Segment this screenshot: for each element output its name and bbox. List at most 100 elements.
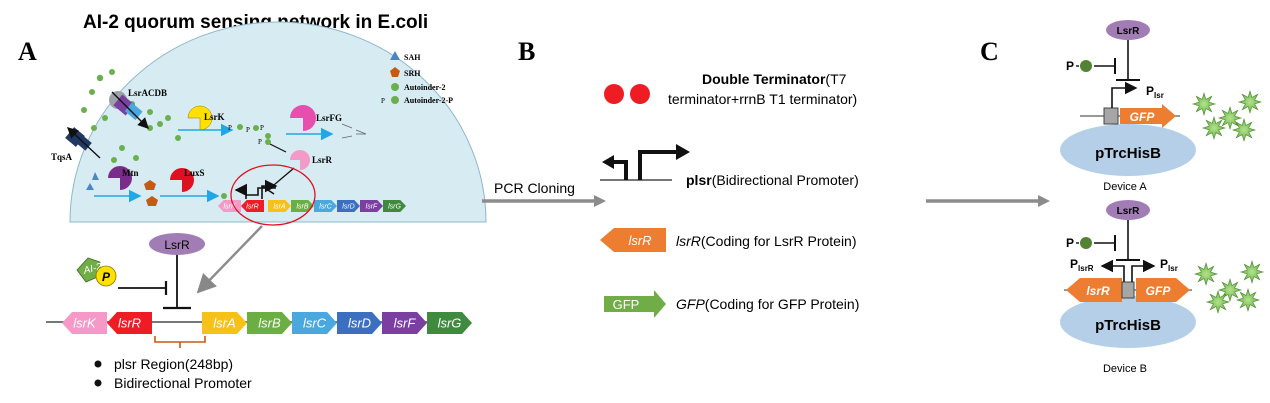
legend-p-prefix: P: [381, 97, 385, 105]
label-mtn: Mtn: [122, 168, 139, 178]
p-label-1: P: [228, 124, 232, 132]
gene-arrow-lsrA: [202, 312, 247, 334]
pcr-arrow-head: [594, 195, 606, 207]
mtn-protein: [108, 166, 132, 190]
promoter-highlight-circle: [230, 164, 316, 226]
bullet-1: [94, 360, 102, 368]
gene-arrow-lsrD: [337, 312, 382, 334]
link-p-lsrr: [269, 143, 287, 153]
gfp-legend-text: GFP(Coding for GFP Protein): [676, 296, 859, 312]
gfp-star-a-3: [1237, 89, 1263, 115]
lsracdb-transporter: [109, 91, 149, 129]
device-a-caption: Device A: [1103, 181, 1147, 193]
device-b-gfp-stars: [1193, 259, 1265, 315]
legend-ai2: Autoinder-2: [404, 83, 445, 92]
sah-molecule-2: [92, 172, 99, 180]
gfp-star-b-2: [1205, 289, 1231, 315]
label-tqsa: TqsA: [51, 152, 73, 162]
gene-arrow-lsrK: [62, 312, 107, 334]
zoom-arrow: [196, 225, 263, 294]
gene-arrow-lsrR: [107, 312, 152, 334]
gene-label-lsrG: lsrG: [388, 204, 401, 211]
device-b-lsrr-label: LsrR: [1117, 206, 1141, 217]
device-b-plasmid: [1060, 296, 1196, 348]
terminator-icon-2: [630, 84, 650, 104]
device-a-plasmid-label: pTrcHisB: [1095, 145, 1161, 162]
gene-arrow-lsrC: [292, 312, 337, 334]
srh-molecule: [144, 180, 156, 190]
terminator-line-2: terminator+rrnB T1 terminator): [668, 91, 857, 107]
lsrr-pink-protein: [290, 150, 310, 170]
label-lsrfg: LsrFG: [316, 113, 342, 123]
ai2-product: [221, 193, 227, 199]
device-b-lsrr-gene-label: lsrR: [1086, 284, 1110, 298]
label-lsracdb: LsrACDB: [128, 88, 167, 98]
device-a-promoter-label: Plsr: [1146, 84, 1164, 100]
gene-label-lsrD: lsrD: [342, 204, 354, 211]
gene-label-lsrG: lsrG: [438, 316, 462, 331]
ai2p-icon: [391, 96, 399, 104]
gene-arrow-lsrF: [382, 312, 427, 334]
sah-molecule: [86, 183, 94, 190]
device-b: LsrR P pTrcHisB lsrR GFP PlsrR Plsr Devi…: [1060, 200, 1265, 375]
p-label-4: P: [258, 138, 262, 146]
ai2-pentagon: [76, 257, 101, 283]
device-b-ai2p: [1080, 237, 1092, 249]
terminator-line-1: Double Terminator(T7: [702, 71, 847, 87]
srh-icon: [390, 67, 400, 77]
gene-arrow-lsrD: [337, 200, 360, 212]
gene-arrow-lsrA: [268, 200, 291, 212]
gfp-star-b-4: [1235, 287, 1261, 313]
gene-label-lsrK: lsrK: [73, 316, 97, 331]
gfp-star-b-3: [1239, 259, 1265, 285]
gene-label-lsrR: lsrR: [246, 204, 258, 211]
device-a-promoter-arrow: [1111, 81, 1138, 108]
lsrr-arrow-label: lsrR: [628, 233, 651, 248]
device-b-left-promoter-label: PlsrR: [1070, 257, 1094, 273]
gfp-star-a-4: [1231, 117, 1257, 143]
gene-label-lsrR: lsrR: [118, 316, 141, 331]
device-b-left-arrow: [1100, 259, 1125, 282]
bullet-text-1: plsr Region(248bp): [114, 356, 233, 372]
figure-title: AI-2 quorum sensing network in E.coli: [83, 12, 428, 33]
phospho-ai2-1: [237, 124, 243, 130]
device-a-promoter-box: [1103, 107, 1119, 125]
cell-promoter-arrows: [234, 179, 278, 199]
plsr-region-bracket: [154, 336, 206, 348]
label-lsrr-cell: LsrR: [312, 155, 333, 165]
operon-lsrr-label: LsrR: [164, 238, 190, 252]
device-a-gfp-gene: [1120, 104, 1176, 128]
device-b-promoter-box: [1121, 281, 1135, 299]
legend-ai2p: Autoinder-2-P: [404, 96, 453, 105]
phospho-ai2-3: [265, 133, 271, 139]
legend-srh: SRH: [404, 69, 421, 78]
p-label-2: P: [246, 126, 250, 134]
gene-label-lsrK: lsrK: [223, 204, 235, 211]
device-a-lsrr-label: LsrR: [1117, 26, 1141, 37]
device-a-plasmid: [1060, 124, 1196, 176]
lsrr-legend-text: lsrR(Coding for LsrR Protein): [676, 233, 857, 249]
lsrr-gene-arrow: [600, 228, 666, 252]
device-a-gfp-stars: [1191, 89, 1263, 143]
device-a-ai2p: [1080, 60, 1092, 72]
device-b-gfp-label: GFP: [1146, 284, 1172, 298]
gfp-star-a-2: [1201, 115, 1227, 141]
gene-label-lsrB: lsrB: [258, 316, 281, 331]
device-b-lsrr: [1106, 200, 1150, 220]
gene-label-lsrC: lsrC: [303, 316, 327, 331]
phospho-ai2-2: [253, 125, 259, 131]
gene-label-lsrF: lsrF: [394, 316, 417, 331]
p-label-3: P: [260, 124, 264, 132]
pcr-cloning-label: PCR Cloning: [494, 180, 575, 196]
gene-label-lsrD: lsrD: [348, 316, 371, 331]
panel-label-a: A: [18, 37, 37, 66]
legend-sah: SAH: [404, 53, 421, 62]
gene-arrow-lsrB: [247, 312, 292, 334]
device-b-lsrr-gene: [1066, 278, 1122, 302]
luxs-protein: [170, 168, 194, 192]
lsrfg-protein: [290, 105, 316, 131]
